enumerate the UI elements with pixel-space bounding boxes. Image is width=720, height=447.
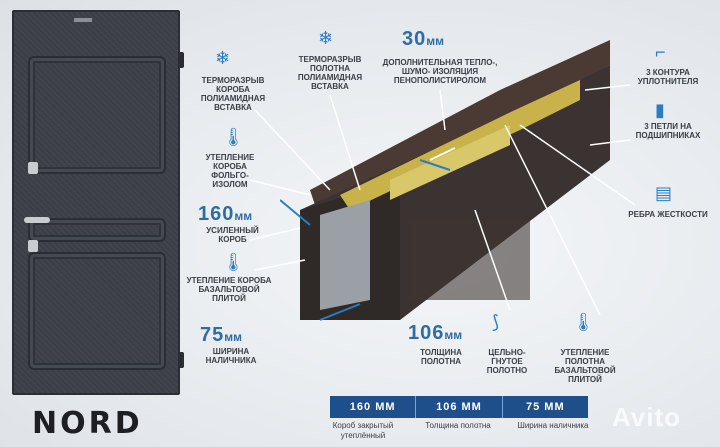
value-160mm: 160мм <box>198 203 253 225</box>
label-termo-leaf: ТЕРМОРАЗРЫВ ПОЛОТНА ПОЛИАМИДНАЯ ВСТАВКА <box>297 55 363 91</box>
insulation-mid <box>390 125 510 200</box>
thermometer-icon: 🌡 <box>572 312 595 332</box>
thermometer-icon: 🌡 <box>222 252 245 272</box>
trim-arrow <box>319 303 361 321</box>
caption-leaf: Толщина полотна <box>425 421 491 430</box>
door-illustration <box>12 10 184 395</box>
hinge-icon: ▮ <box>655 100 665 120</box>
watermark: Avito <box>612 402 682 432</box>
spec-leaf: 106 ММ <box>416 396 503 418</box>
label-leaf-thickness: ТОЛЩИНА ПОЛОТНА <box>420 348 462 366</box>
box-arrow <box>280 199 311 226</box>
value-30mm: 30мм <box>402 28 445 50</box>
value-106mm: 106мм <box>408 322 463 344</box>
door-panel-bottom <box>28 252 166 370</box>
label-basalt-box: УТЕПЛЕНИЕ КОРОБА БАЗАЛЬТОВОЙ ПЛИТОЙ <box>186 276 272 303</box>
label-termo-box: ТЕРМОРАЗРЫВ КОРОБА ПОЛИАМИДНАЯ ВСТАВКА <box>200 76 266 112</box>
door-lock-bottom <box>28 240 38 252</box>
door-panel-top <box>28 56 166 174</box>
leaf-texture <box>410 220 530 300</box>
thermometer-icon: 🌡 <box>222 127 245 147</box>
spec-trim: 75 ММ <box>526 401 565 413</box>
label-hinges: 3 ПЕТЛИ НА ПОДШИПНИКАХ <box>635 122 701 140</box>
spec-bar: 160 ММ 106 ММ 75 ММ <box>330 396 588 418</box>
label-foil: УТЕПЛЕНИЕ КОРОБА ФОЛЬГО- ИЗОЛОМ <box>205 153 255 189</box>
label-basalt-leaf: УТЕПЛЕНИЕ ПОЛОТНА БАЗАЛЬТОВОЙ ПЛИТОЙ <box>554 348 616 384</box>
door-hinge-top <box>178 52 184 68</box>
label-seals: 3 КОНТУРА УПЛОТНИТЕЛЯ <box>637 68 699 86</box>
caption-trim: Ширина наличника <box>517 421 589 430</box>
rib-icon: ▤ <box>655 183 673 203</box>
door-lock-top <box>28 162 38 174</box>
label-reinforced-box: УСИЛЕННЫЙ КОРОБ <box>206 226 259 244</box>
leaf-arrow <box>419 159 451 171</box>
foam-stripe <box>429 147 456 161</box>
label-bent-leaf: ЦЕЛЬНО- ГНУТОЕ ПОЛОТНО <box>486 348 528 375</box>
door-handle <box>24 217 50 223</box>
label-extra-insulation: ДОПОЛНИТЕЛЬНАЯ ТЕПЛО-, ШУМО- ИЗОЛЯЦИЯ ПЕ… <box>382 58 498 85</box>
door-panel-middle <box>28 218 166 242</box>
value-75mm: 75мм <box>200 324 243 346</box>
spec-captions: Короб закрытый утеплённый Толщина полотн… <box>318 421 598 441</box>
label-ribs: РЕБРА ЖЕСТКОСТИ <box>628 210 708 219</box>
bent-leaf-icon: ⟆ <box>492 312 500 332</box>
basalt-slab <box>320 200 370 310</box>
snowflake-icon: ❄ <box>318 28 334 48</box>
snowflake-icon: ❄ <box>215 48 231 68</box>
door-cross-section <box>280 40 610 321</box>
brand-name: NORD <box>32 406 143 441</box>
caption-box: Короб закрытый утеплённый <box>332 421 394 440</box>
door-brand-plate <box>74 18 92 22</box>
seal-profile-icon: ⌐ <box>655 42 666 62</box>
spec-box: 160 ММ <box>330 396 417 418</box>
label-trim-width: ШИРИНА НАЛИЧНИКА <box>205 347 257 365</box>
door-hinge-bottom <box>178 352 184 368</box>
